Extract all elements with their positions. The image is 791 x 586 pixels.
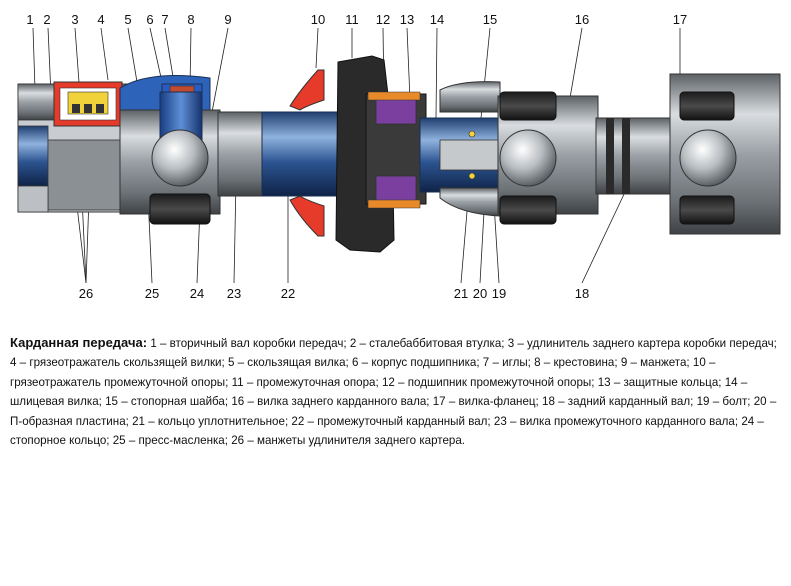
caption-item: 13 – защитные кольца; (597, 375, 725, 389)
caption-item: 5 – скользящая вилка; (227, 356, 352, 370)
label-12: 12 (376, 12, 390, 27)
label-20: 20 (473, 286, 487, 301)
caption-item: 19 – болт; (696, 395, 754, 409)
label-14: 14 (430, 12, 444, 27)
label-19: 19 (492, 286, 506, 301)
caption-item: 23 – вилка промежуточного карданного вал… (493, 414, 742, 428)
caption-title: Карданная передача: (10, 335, 148, 350)
caption-item: 24 – стопорное кольцо; (10, 414, 764, 448)
rear-shaft (595, 117, 677, 195)
label-8: 8 (187, 12, 194, 27)
label-13: 13 (400, 12, 414, 27)
front-universal-joint (119, 91, 221, 225)
intermediate-support (335, 55, 427, 253)
label-5: 5 (124, 12, 131, 27)
label-9: 9 (224, 12, 231, 27)
label-17: 17 (673, 12, 687, 27)
caption-item: 16 – вилка заднего карданного вала; (231, 395, 433, 409)
legend-caption: Карданная передача: 1 – вторичный вал ко… (10, 333, 785, 450)
caption-item: 2 – сталебаббитовая втулка; (349, 337, 508, 350)
caption-item: 17 – вилка-фланец; (432, 395, 542, 409)
caption-item: 26 – манжеты удлинителя заднего картера. (231, 434, 466, 448)
label-22: 22 (281, 286, 295, 301)
caption-item: 8 – крестовина; (534, 356, 621, 370)
flange-yoke (669, 73, 781, 235)
caption-item: 15 – стопорная шайба; (105, 395, 232, 409)
label-1: 1 (26, 12, 33, 27)
label-10: 10 (311, 12, 325, 27)
intermediate-shaft (217, 69, 343, 237)
label-7: 7 (161, 12, 168, 27)
label-3: 3 (71, 12, 78, 27)
caption-item: 3 – удлинитель заднего картера коробки п… (507, 337, 777, 350)
caption-item: 10 – грязеотражатель промежуточной опоры… (10, 356, 716, 389)
caption-item: 4 – грязеотражатель скользящей вилки; (10, 356, 228, 370)
label-25: 25 (145, 286, 159, 301)
label-11: 11 (345, 12, 359, 27)
caption-item: 14 – шлицевая вилка; (10, 375, 748, 409)
caption-items: 1 – вторичный вал коробки передач; 2 – с… (10, 337, 777, 447)
labels-bottom: 26 25 24 23 22 21 20 19 18 (79, 286, 589, 301)
label-26: 26 (79, 286, 93, 301)
label-23: 23 (227, 286, 241, 301)
label-15: 15 (483, 12, 497, 27)
caption-item: 11 – промежуточная опора; (231, 375, 382, 389)
label-16: 16 (575, 12, 589, 27)
label-6: 6 (146, 12, 153, 27)
caption-item: 6 – корпус подшипника; (352, 356, 483, 370)
caption-item: 18 – задний карданный вал; (542, 395, 697, 409)
caption-item: 22 – промежуточный карданный вал; (291, 414, 494, 428)
label-4: 4 (97, 12, 104, 27)
labels-top: 1 2 3 4 5 6 7 8 9 10 11 12 13 14 15 16 1… (26, 12, 687, 27)
caption-item: 1 – вторичный вал коробки передач; (150, 337, 350, 350)
caption-item: 21 – кольцо уплотнительное; (132, 414, 292, 428)
label-24: 24 (190, 286, 204, 301)
gearbox-extension (17, 81, 129, 213)
label-2: 2 (43, 12, 50, 27)
label-18: 18 (575, 286, 589, 301)
caption-item: 7 – иглы; (482, 356, 535, 370)
leader-lines-top (32, 27, 681, 129)
label-21: 21 (454, 286, 468, 301)
caption-item: 25 – пресс-масленка; (112, 434, 232, 448)
caption-item: 12 – подшипник промежуточной опоры; (381, 375, 598, 389)
spline-yoke (419, 81, 501, 217)
rear-universal-joint (497, 91, 599, 225)
caption-item: 20 – П-образная пластина; (10, 395, 777, 428)
caption-item: 9 – манжета; (620, 356, 693, 370)
